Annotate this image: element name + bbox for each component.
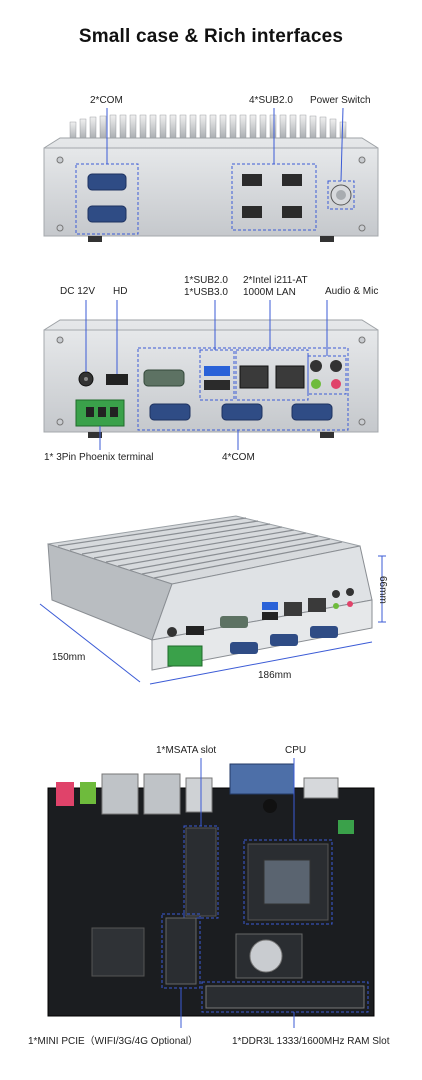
width-dimension-label: 186mm xyxy=(258,670,292,681)
rear-dc-label: DC 12V xyxy=(60,286,96,297)
ram-slot-label: 1*DDR3L 1333/1600MHz RAM Slot xyxy=(232,1036,390,1047)
depth-dimension-label: 150mm xyxy=(52,652,86,663)
rear-lan-label-2: 1000M LAN xyxy=(243,287,296,298)
rear-audio-label: Audio & Mic xyxy=(325,286,379,297)
cpu-label: CPU xyxy=(285,745,307,756)
page-title: Small case & Rich interfaces xyxy=(78,26,344,47)
motherboard-image xyxy=(47,758,375,1028)
front-com-label: 2*COM xyxy=(90,95,123,106)
rear-usb-label-2: 1*USB3.0 xyxy=(184,287,228,298)
rear-terminal-label: 1* 3Pin Phoenix terminal xyxy=(44,452,154,463)
msata-label: 1*MSATA slot xyxy=(156,745,217,756)
rear-panel-image xyxy=(43,300,379,450)
rear-hd-label: HD xyxy=(113,286,128,297)
rear-lan-label-1: 2*Intel i211-AT xyxy=(243,275,308,286)
mini-pcie-label: 1*MINI PCIE（WIFI/3G/4G Optional） xyxy=(28,1036,199,1047)
front-power-label: Power Switch xyxy=(310,95,371,106)
height-dimension-label: 66mm xyxy=(377,576,388,604)
front-panel-image xyxy=(43,107,379,242)
rear-com-label: 4*COM xyxy=(222,452,255,463)
front-usb-label: 4*SUB2.0 xyxy=(249,95,293,106)
rear-usb-label-1: 1*SUB2.0 xyxy=(184,275,228,286)
isometric-view-image xyxy=(39,515,386,685)
